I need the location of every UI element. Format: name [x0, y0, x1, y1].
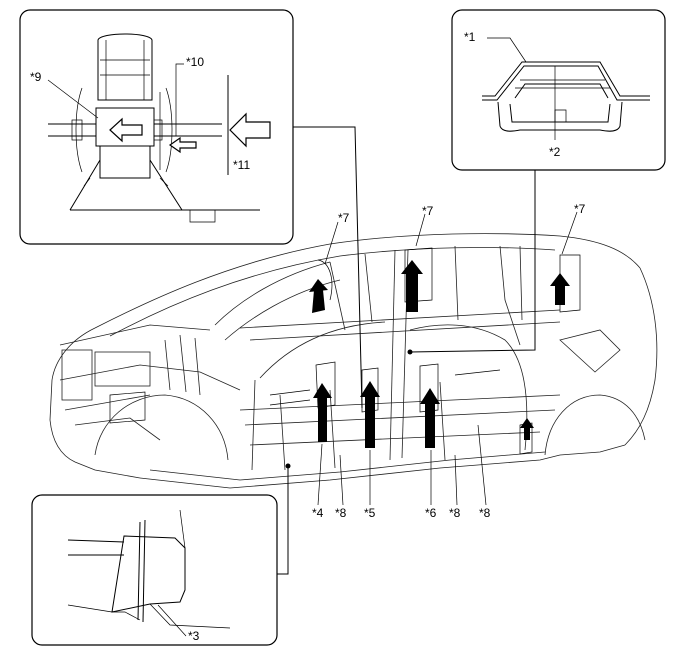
callout-1: *1	[464, 30, 476, 44]
inset-top-right: *1 *2	[451, 9, 666, 171]
arrow-left-open-icon	[168, 136, 197, 154]
arrow-up-icon	[318, 396, 327, 442]
arrow-up-icon	[360, 381, 380, 397]
leader-inset-top-left	[293, 126, 363, 409]
callout-7-center: *7	[422, 204, 434, 218]
arrow-up-icon	[550, 273, 570, 286]
body-callouts: *7 *7 *7 *4 *8 *5 *6 *8 *8	[312, 202, 586, 520]
arrow-up-icon	[425, 402, 435, 448]
callout-3: *3	[188, 629, 200, 643]
arrow-up-icon	[401, 260, 423, 274]
callout-6: *6	[425, 506, 437, 520]
insertion-arrows	[309, 260, 570, 448]
callout-7-rear: *7	[574, 202, 586, 216]
arrow-up-icon	[555, 284, 565, 305]
callout-4: *4	[312, 506, 324, 520]
arrow-up-icon	[420, 388, 440, 404]
callout-7-front: *7	[338, 211, 350, 225]
callout-8-second: *8	[449, 506, 461, 520]
leader-inset-bottom-left	[277, 466, 289, 575]
leader-inset-top-right	[409, 170, 536, 353]
vehicle-body	[49, 233, 658, 489]
inset-top-left: *9 *10 *11	[19, 9, 294, 245]
callout-8-first: *8	[335, 506, 347, 520]
arrow-up-icon	[313, 383, 332, 398]
arrow-left-open-icon	[109, 117, 143, 143]
arrow-left-open-icon	[229, 112, 271, 148]
arrow-up-icon	[309, 279, 328, 292]
arrow-up-icon	[365, 395, 375, 448]
arrow-up-icon	[520, 418, 534, 428]
callout-8-third: *8	[479, 506, 491, 520]
arrow-up-icon	[312, 290, 325, 313]
inset-bottom-left: *3	[31, 494, 278, 646]
arrow-up-icon	[406, 272, 418, 312]
arrow-up-icon	[524, 426, 530, 440]
callout-10: *10	[186, 55, 204, 69]
callout-9: *9	[30, 70, 42, 84]
callout-11: *11	[233, 158, 250, 172]
callout-5: *5	[364, 506, 376, 520]
callout-2: *2	[549, 145, 561, 159]
